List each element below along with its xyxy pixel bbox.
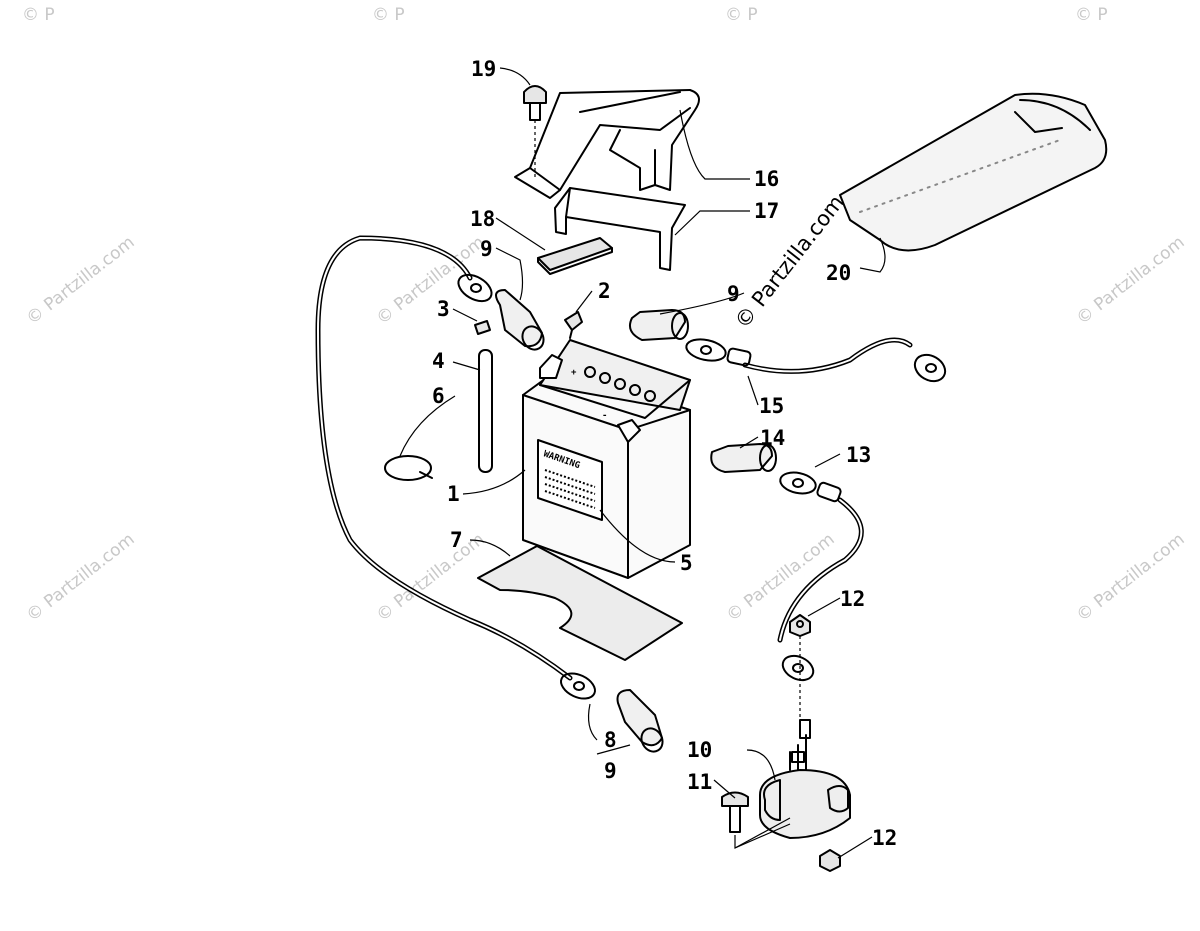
watermark-corner: © P — [725, 5, 758, 25]
part-4-tube — [478, 349, 493, 473]
watermark: © Partzilla.com — [23, 232, 139, 329]
callout-15: 15 — [759, 394, 784, 418]
callout-14: 14 — [760, 426, 785, 450]
callout-19: 19 — [471, 57, 496, 81]
callout-7: 7 — [450, 528, 463, 552]
battery-plus-sign: + — [571, 368, 577, 378]
callout-8: 8 — [604, 728, 617, 752]
callout-13: 13 — [846, 443, 871, 467]
part-2-screw — [564, 311, 583, 339]
callout-2: 2 — [598, 279, 611, 303]
callout-9b: 9 — [727, 282, 740, 306]
watermark: © Partzilla.com — [1073, 529, 1189, 626]
watermark: © Partzilla.com — [23, 529, 139, 626]
callout-4: 4 — [432, 349, 445, 373]
part-7-pad — [477, 545, 683, 661]
part-15-cable — [685, 337, 947, 383]
callout-9a: 9 — [480, 237, 493, 261]
callout-6: 6 — [432, 384, 445, 408]
callout-9c: 9 — [604, 759, 617, 783]
part-19-bolt — [523, 85, 547, 121]
callout-16: 16 — [754, 167, 779, 191]
part-11-screw — [721, 791, 749, 833]
part-3-nut — [474, 320, 491, 335]
watermark-corner: © P — [372, 5, 405, 25]
battery-minus-sign: - — [602, 411, 607, 421]
part-13-cable — [777, 471, 864, 682]
part-6-clamp — [384, 455, 433, 481]
leader-lines — [399, 67, 886, 859]
callout-12b: 12 — [872, 826, 897, 850]
callout-3: 3 — [437, 297, 450, 321]
callout-1: 1 — [447, 482, 460, 506]
part-9-boot — [629, 309, 689, 341]
callout-20: 20 — [826, 261, 851, 285]
callout-11: 11 — [687, 770, 712, 794]
callout-labels: 19 16 17 18 9 3 2 9 4 6 1 7 5 15 14 13 1… — [432, 57, 897, 850]
part-20-cover — [839, 92, 1108, 252]
part-17-strap — [554, 187, 686, 271]
watermark-corner: © P — [22, 5, 55, 25]
part-16-bracket — [514, 89, 700, 199]
callout-5: 5 — [680, 551, 693, 575]
part-14-boot — [710, 443, 777, 473]
callout-17: 17 — [754, 199, 779, 223]
part-9-boot — [616, 689, 664, 753]
part-12-nut — [819, 849, 841, 872]
callout-10: 10 — [687, 738, 712, 762]
part-10-solenoid — [759, 719, 851, 839]
watermark-corner: © P — [1075, 5, 1108, 25]
part-9-boot — [495, 289, 545, 351]
part-1-battery: + - WARNING — [522, 339, 691, 579]
part-5-warning-label: WARNING — [537, 439, 603, 521]
part-12-nut — [789, 614, 811, 637]
part-8-cable — [315, 235, 596, 700]
callout-18: 18 — [470, 207, 495, 231]
part-18-pad — [537, 237, 613, 275]
callout-12a: 12 — [840, 587, 865, 611]
watermark: © Partzilla.com — [1073, 232, 1189, 329]
